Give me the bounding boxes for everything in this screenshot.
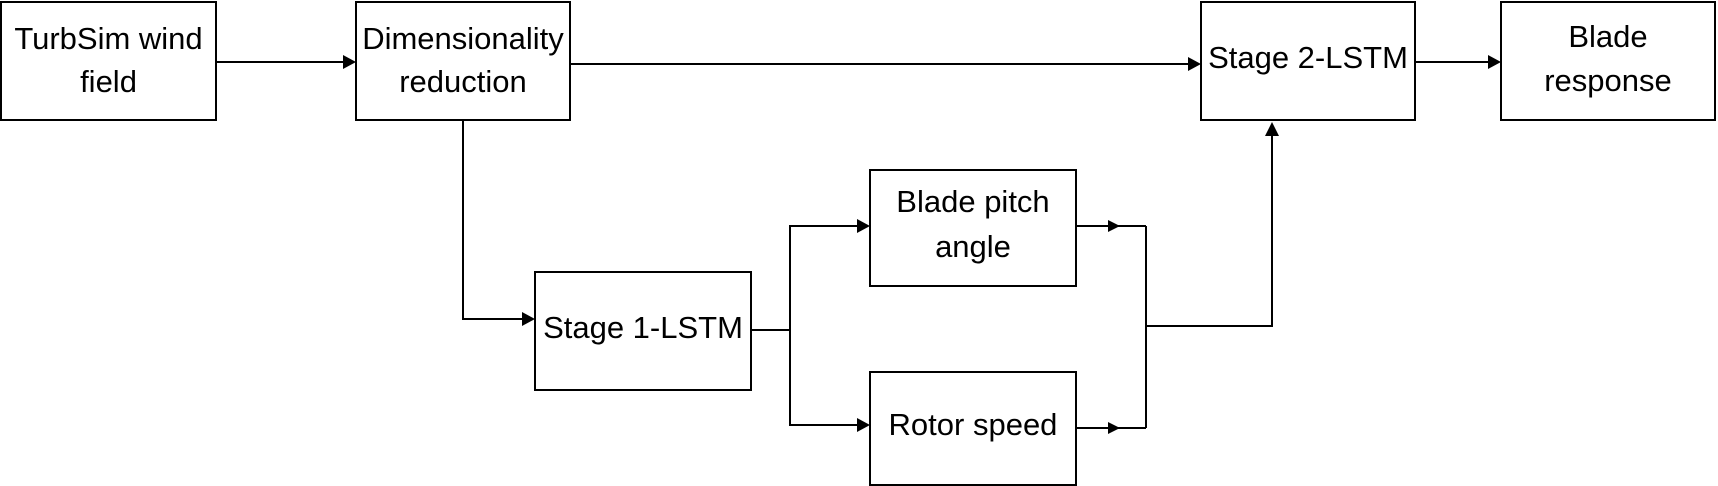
node-label: response — [1544, 63, 1672, 98]
node-label: Blade pitch — [896, 184, 1049, 219]
edge-merge-to-stage2 — [1146, 136, 1273, 327]
node-blade-response: Blade response — [1500, 1, 1716, 121]
node-label: Stage 1-LSTM — [543, 310, 743, 345]
node-label: field — [80, 64, 137, 99]
node-turbsim-wind-field: TurbSim wind field — [0, 1, 217, 121]
node-label: TurbSim wind — [14, 21, 202, 56]
arrowhead-icon — [343, 55, 356, 69]
node-label: Dimensionality — [362, 21, 564, 56]
arrowhead-icon — [1265, 122, 1279, 136]
edge-dimred-to-stage1 — [462, 120, 523, 320]
arrowhead-icon — [1188, 57, 1201, 71]
node-stage-1-lstm: Stage 1-LSTM — [534, 271, 752, 391]
node-stage-2-lstm: Stage 2-LSTM — [1200, 1, 1416, 121]
arrowhead-icon — [1108, 422, 1120, 434]
connectors — [216, 55, 1501, 434]
arrowhead-icon — [857, 418, 870, 432]
arrowhead-icon — [1108, 220, 1120, 232]
node-blade-pitch-angle: Blade pitch angle — [869, 169, 1077, 287]
arrowhead-icon — [522, 312, 535, 326]
node-label: Rotor speed — [889, 407, 1058, 442]
node-dimensionality-reduction: Dimensionality reduction — [355, 1, 571, 121]
arrowhead-icon — [1488, 55, 1501, 69]
arrowhead-icon — [857, 219, 870, 233]
node-label: Stage 2-LSTM — [1208, 40, 1408, 75]
node-label: Blade — [1568, 19, 1647, 54]
node-label: angle — [935, 229, 1011, 264]
node-rotor-speed: Rotor speed — [869, 371, 1077, 486]
node-label: reduction — [399, 64, 527, 99]
edge-stage1-to-pitch — [789, 225, 858, 330]
edge-stage1-to-rotor — [789, 330, 858, 426]
